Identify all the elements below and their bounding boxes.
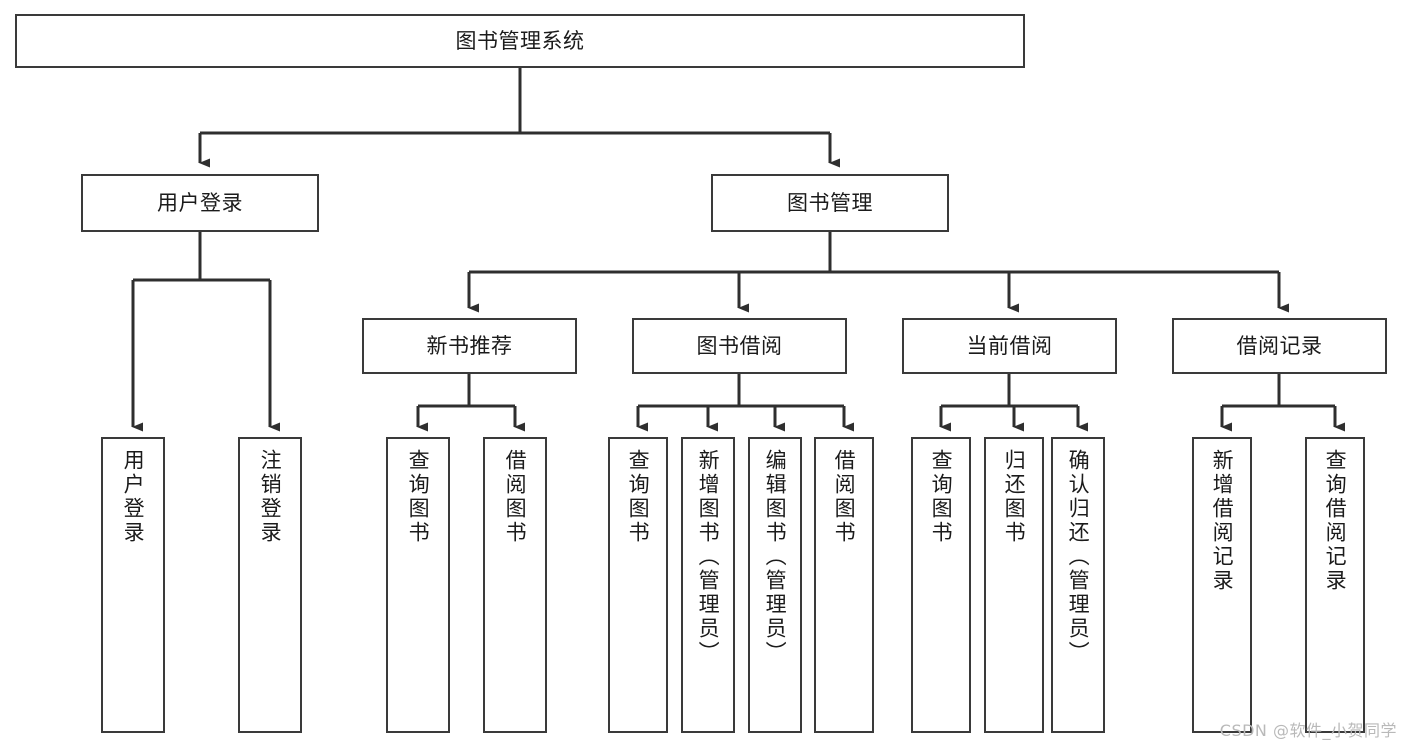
node-leaf-query-book-current-label: 查询图书 — [929, 449, 954, 545]
node-leaf-edit-book-admin-label: 编辑图书（管理员） — [763, 449, 788, 665]
node-leaf-query-borrow-record[interactable]: 查询借阅记录 — [1305, 437, 1365, 733]
node-borrow-record[interactable]: 借阅记录 — [1172, 318, 1387, 374]
node-leaf-add-borrow-record[interactable]: 新增借阅记录 — [1192, 437, 1252, 733]
node-leaf-query-borrow-record-label: 查询借阅记录 — [1323, 449, 1348, 593]
node-book-management[interactable]: 图书管理 — [711, 174, 949, 232]
node-leaf-borrow-book-rec-label: 借阅图书 — [503, 449, 528, 545]
node-leaf-query-book-rec-label: 查询图书 — [406, 449, 431, 545]
node-leaf-user-logout[interactable]: 注销登录 — [238, 437, 302, 733]
node-leaf-user-login-label: 用户登录 — [121, 449, 146, 545]
node-leaf-borrow-book-rec[interactable]: 借阅图书 — [483, 437, 547, 733]
node-leaf-query-book-borrow-label: 查询图书 — [626, 449, 651, 545]
node-book-management-label: 图书管理 — [787, 190, 873, 215]
node-leaf-query-book-borrow[interactable]: 查询图书 — [608, 437, 668, 733]
node-leaf-query-book-rec[interactable]: 查询图书 — [386, 437, 450, 733]
node-root[interactable]: 图书管理系统 — [15, 14, 1025, 68]
node-leaf-edit-book-admin[interactable]: 编辑图书（管理员） — [748, 437, 802, 733]
node-leaf-confirm-return-admin-label: 确认归还（管理员） — [1066, 449, 1091, 665]
node-leaf-add-book-admin-label: 新增图书（管理员） — [696, 449, 721, 665]
node-root-label: 图书管理系统 — [455, 28, 585, 53]
node-new-book-recommend[interactable]: 新书推荐 — [362, 318, 577, 374]
node-leaf-query-book-current[interactable]: 查询图书 — [911, 437, 971, 733]
node-leaf-borrow-book[interactable]: 借阅图书 — [814, 437, 874, 733]
node-leaf-user-login[interactable]: 用户登录 — [101, 437, 165, 733]
node-user-login[interactable]: 用户登录 — [81, 174, 319, 232]
node-leaf-add-borrow-record-label: 新增借阅记录 — [1210, 449, 1235, 593]
node-leaf-return-book-label: 归还图书 — [1002, 449, 1027, 545]
node-book-borrow-label: 图书借阅 — [696, 333, 783, 358]
node-new-book-recommend-label: 新书推荐 — [426, 333, 513, 358]
node-book-borrow[interactable]: 图书借阅 — [632, 318, 847, 374]
node-leaf-add-book-admin[interactable]: 新增图书（管理员） — [681, 437, 735, 733]
node-leaf-borrow-book-label: 借阅图书 — [832, 449, 857, 545]
node-leaf-confirm-return-admin[interactable]: 确认归还（管理员） — [1051, 437, 1105, 733]
node-borrow-record-label: 借阅记录 — [1236, 333, 1323, 358]
node-user-login-label: 用户登录 — [157, 190, 243, 215]
node-current-borrow-label: 当前借阅 — [966, 333, 1053, 358]
node-leaf-return-book[interactable]: 归还图书 — [984, 437, 1044, 733]
node-current-borrow[interactable]: 当前借阅 — [902, 318, 1117, 374]
node-leaf-user-logout-label: 注销登录 — [258, 449, 283, 545]
